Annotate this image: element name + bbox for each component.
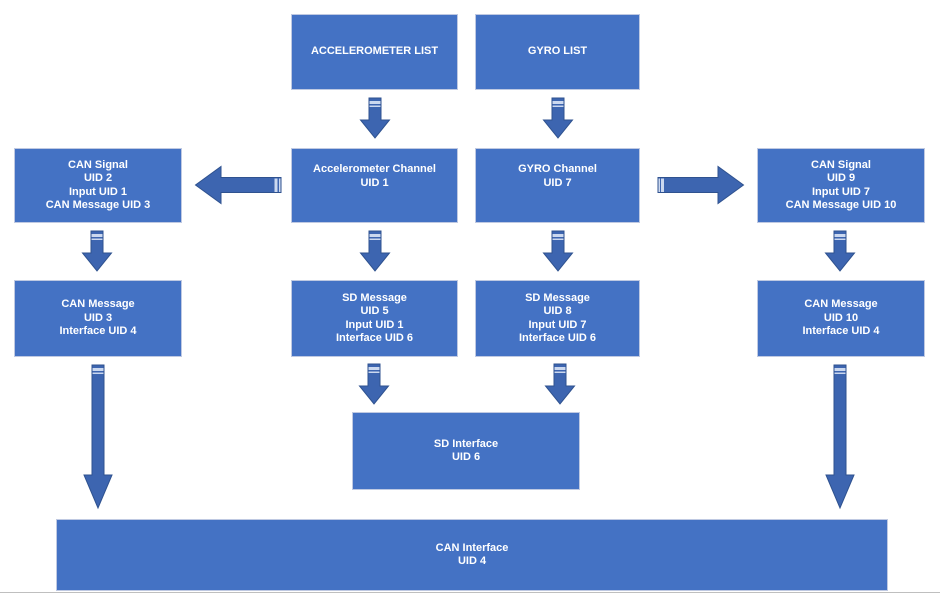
node-line: Interface UID 6 xyxy=(335,332,414,344)
node-can-interface: CAN Interface UID 4 xyxy=(56,519,888,591)
node-line: CAN Message xyxy=(61,298,135,311)
arrow-accel-list-to-accel-channel xyxy=(359,97,391,139)
node-can-message-uid10: CAN Message UID 10 Interface UID 4 xyxy=(757,280,925,357)
node-can-signal-uid9: CAN Signal UID 9 Input UID 7 CAN Message… xyxy=(757,148,925,223)
node-accelerometer-channel: Accelerometer Channel UID 1 xyxy=(291,148,458,223)
node-line: CAN Interface xyxy=(435,541,509,554)
node-line: UID 8 xyxy=(543,305,572,317)
arrow-can-signal9-to-can-message10 xyxy=(824,230,856,272)
arrow-can-message10-to-can-interface xyxy=(825,364,855,510)
node-line: SD Message xyxy=(525,291,590,304)
node-line: UID 5 xyxy=(360,305,389,317)
node-line: UID 2 xyxy=(83,172,113,184)
arrow-sd-message5-to-sd-interface xyxy=(358,363,390,405)
node-line: GYRO LIST xyxy=(527,45,588,58)
arrow-gyro-channel-to-sd-message8 xyxy=(542,230,574,272)
node-line: GYRO Channel xyxy=(518,163,597,175)
arrow-can-signal2-to-can-message3 xyxy=(81,230,113,272)
node-line: Interface UID 4 xyxy=(59,325,137,338)
node-line: ACCELEROMETER LIST xyxy=(310,45,439,58)
node-line: UID 9 xyxy=(826,172,856,184)
node-line: CAN Signal xyxy=(811,158,871,171)
node-line: CAN Signal xyxy=(68,158,128,171)
node-line: UID 3 xyxy=(83,311,113,324)
node-line: Interface UID 6 xyxy=(518,332,597,344)
node-line: CAN Message xyxy=(804,298,878,311)
node-line: Input UID 1 xyxy=(68,185,128,198)
node-line: Input UID 7 xyxy=(811,185,871,198)
node-accelerometer-list: ACCELEROMETER LIST xyxy=(291,14,458,90)
arrow-sd-message8-to-sd-interface xyxy=(544,363,576,405)
node-line: UID 4 xyxy=(457,555,487,567)
arrow-can-message3-to-can-interface xyxy=(83,364,113,510)
node-line: CAN Message UID 10 xyxy=(785,199,897,211)
arrow-accel-channel-to-can-signal2 xyxy=(194,165,282,205)
node-gyro-channel: GYRO Channel UID 7 xyxy=(475,148,640,223)
arrow-accel-channel-to-sd-message5 xyxy=(359,230,391,272)
node-line: CAN Message UID 3 xyxy=(45,199,151,211)
node-sd-message-uid8: SD Message UID 8 Input UID 7 Interface U… xyxy=(475,280,640,357)
node-line: Input UID 1 xyxy=(345,318,404,331)
node-can-message-uid3: CAN Message UID 3 Interface UID 4 xyxy=(14,280,182,357)
node-gyro-list: GYRO LIST xyxy=(475,14,640,90)
node-line: UID 1 xyxy=(360,176,389,189)
node-line: UID 7 xyxy=(543,176,572,189)
node-line: UID 6 xyxy=(451,451,481,463)
node-line: Input UID 7 xyxy=(528,318,587,331)
arrow-gyro-channel-to-can-signal9 xyxy=(657,165,745,205)
node-can-signal-uid2: CAN Signal UID 2 Input UID 1 CAN Message… xyxy=(14,148,182,223)
slide-bottom-edge xyxy=(0,592,940,593)
node-sd-message-uid5: SD Message UID 5 Input UID 1 Interface U… xyxy=(291,280,458,357)
node-line: SD Message xyxy=(342,291,407,304)
node-line: Accelerometer Channel xyxy=(313,163,436,175)
arrow-gyro-list-to-gyro-channel xyxy=(542,97,574,139)
node-line: UID 10 xyxy=(823,311,859,324)
node-line: SD Interface xyxy=(433,437,499,450)
node-sd-interface: SD Interface UID 6 xyxy=(352,412,580,490)
node-line: Interface UID 4 xyxy=(802,325,880,338)
